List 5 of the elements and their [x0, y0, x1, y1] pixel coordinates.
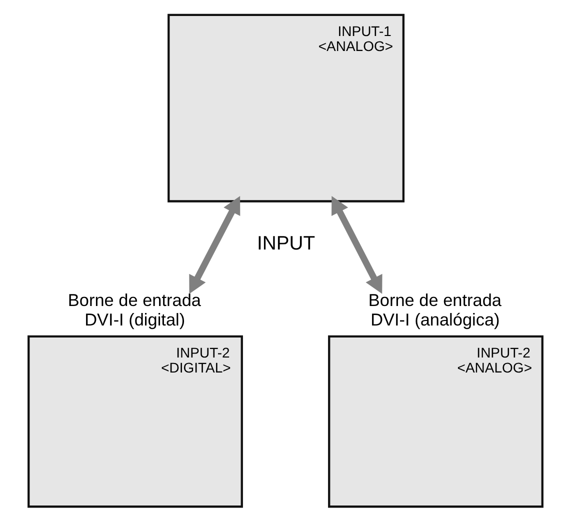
arrow: [331, 196, 382, 294]
arrow: [188, 196, 240, 294]
node-label: Borne de entrada DVI-I (analógica): [368, 290, 502, 329]
node-label: Borne de entrada DVI-I (digital): [67, 290, 201, 329]
label: INPUT: [256, 232, 315, 254]
